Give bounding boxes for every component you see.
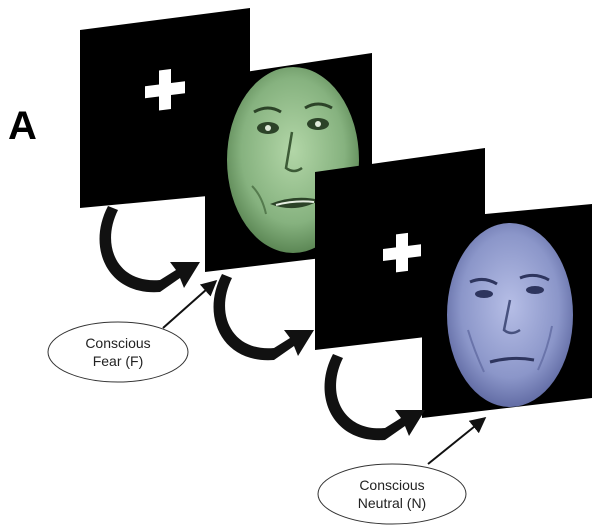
neutral-label-line2: Neutral (N) bbox=[358, 495, 426, 511]
label-conscious-neutral: Conscious Neutral (N) bbox=[317, 463, 467, 525]
panel-label: A bbox=[8, 104, 37, 148]
pointer-arrow-icon bbox=[427, 416, 487, 465]
fixation-cross-icon bbox=[145, 69, 185, 111]
curved-arrow-icon bbox=[213, 274, 314, 361]
fear-label-line1: Conscious bbox=[85, 335, 150, 351]
curved-arrow-icon bbox=[324, 354, 425, 441]
curved-arrow-icon bbox=[99, 206, 200, 293]
neutral-face-image bbox=[447, 223, 573, 407]
pointer-arrow-icon bbox=[162, 279, 218, 329]
neutral-label-line1: Conscious bbox=[359, 477, 424, 493]
fear-label-line2: Fear (F) bbox=[93, 353, 144, 369]
label-conscious-fear: Conscious Fear (F) bbox=[47, 321, 189, 383]
fixation-cross-icon bbox=[383, 232, 421, 273]
